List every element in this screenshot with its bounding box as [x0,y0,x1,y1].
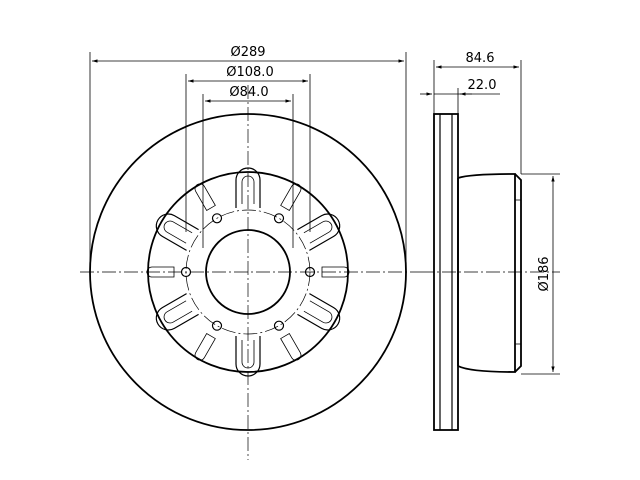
bolt-hole [180,266,192,278]
front-view [80,85,420,460]
center-bore [205,229,291,315]
side-view [420,113,560,431]
label-outer-diameter: Ø289 [230,45,265,60]
ventilation-slot [155,213,199,251]
label-pcd-diameter: Ø108.0 [226,65,273,80]
label-hat-diameter: Ø186 [537,256,552,291]
ventilation-slots [146,167,350,377]
dimension-annotations: Ø289 Ø108.0 Ø84.0 84.6 22.0 Ø186 [89,45,560,375]
secondary-slot [280,183,302,211]
bolt-hole [304,266,316,278]
side-hat-profile [457,173,522,373]
label-disc-thickness: 22.0 [468,78,497,93]
secondary-slot [194,333,216,361]
bolt-hole [211,320,223,331]
secondary-slot [194,183,216,211]
secondary-slot [321,266,350,278]
ventilation-slot [155,293,199,331]
secondary-slot [146,266,175,278]
bolt-hole [273,320,285,331]
ventilation-slot [297,213,341,251]
hub-outer-edge [147,171,349,373]
bolt-pattern-circle [185,209,311,335]
ventilation-slot [297,293,341,331]
label-total-height: 84.6 [466,51,495,66]
label-bore-diameter: Ø84.0 [229,85,268,100]
bolt-hole [273,213,285,224]
bolt-hole [211,213,223,224]
bolt-holes [180,213,316,331]
ventilation-slot [235,167,261,208]
secondary-slot [280,333,302,361]
ventilation-slot [235,336,261,377]
